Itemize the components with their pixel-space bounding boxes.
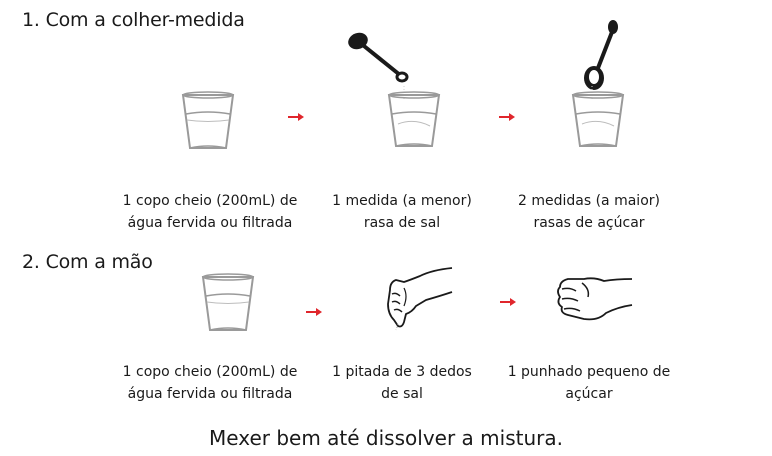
step-caption: 2 medidas (a maior) rasas de açúcar xyxy=(484,190,694,234)
step-caption: 1 pitada de 3 dedos de sal xyxy=(297,361,507,405)
right-arrow-icon xyxy=(500,298,516,306)
pinch-hand-icon xyxy=(387,267,453,331)
step-caption: 1 punhado pequeno de açúcar xyxy=(484,361,694,405)
right-arrow-icon xyxy=(499,113,515,121)
caption-line: rasas de açúcar xyxy=(533,215,645,231)
caption-line: 1 pitada de 3 dedos xyxy=(332,364,472,380)
glass-icon xyxy=(201,273,255,331)
large-spoon-icon xyxy=(584,20,618,90)
caption-line: açúcar xyxy=(565,386,613,402)
caption-line: água fervida ou filtrada xyxy=(127,386,293,402)
step-caption: 1 copo cheio (200mL) de água fervida ou … xyxy=(105,190,315,234)
right-arrow-icon xyxy=(306,308,322,316)
caption-line: de sal xyxy=(381,386,423,402)
glass-icon xyxy=(181,91,235,149)
step-caption: 1 copo cheio (200mL) de água fervida ou … xyxy=(105,361,315,405)
small-spoon-icon xyxy=(348,32,409,83)
footer-instruction: Mexer bem até dissolver a mistura. xyxy=(209,426,563,450)
caption-line: rasa de sal xyxy=(363,215,441,231)
caption-line: água fervida ou filtrada xyxy=(127,215,293,231)
caption-line: 1 punhado pequeno de xyxy=(507,364,671,380)
caption-line: 1 medida (a menor) xyxy=(332,193,472,209)
section-2-title: 2. Com a mão xyxy=(22,251,153,273)
caption-line: 2 medidas (a maior) xyxy=(518,193,660,209)
section-1-title: 1. Com a colher-medida xyxy=(22,9,245,31)
caption-line: 1 copo cheio (200mL) de xyxy=(122,364,298,380)
glass-icon xyxy=(571,86,625,147)
glass-icon xyxy=(387,86,441,147)
fist-hand-icon xyxy=(557,277,633,321)
right-arrow-icon xyxy=(288,113,304,121)
caption-line: 1 copo cheio (200mL) de xyxy=(122,193,298,209)
step-caption: 1 medida (a menor) rasa de sal xyxy=(297,190,507,234)
